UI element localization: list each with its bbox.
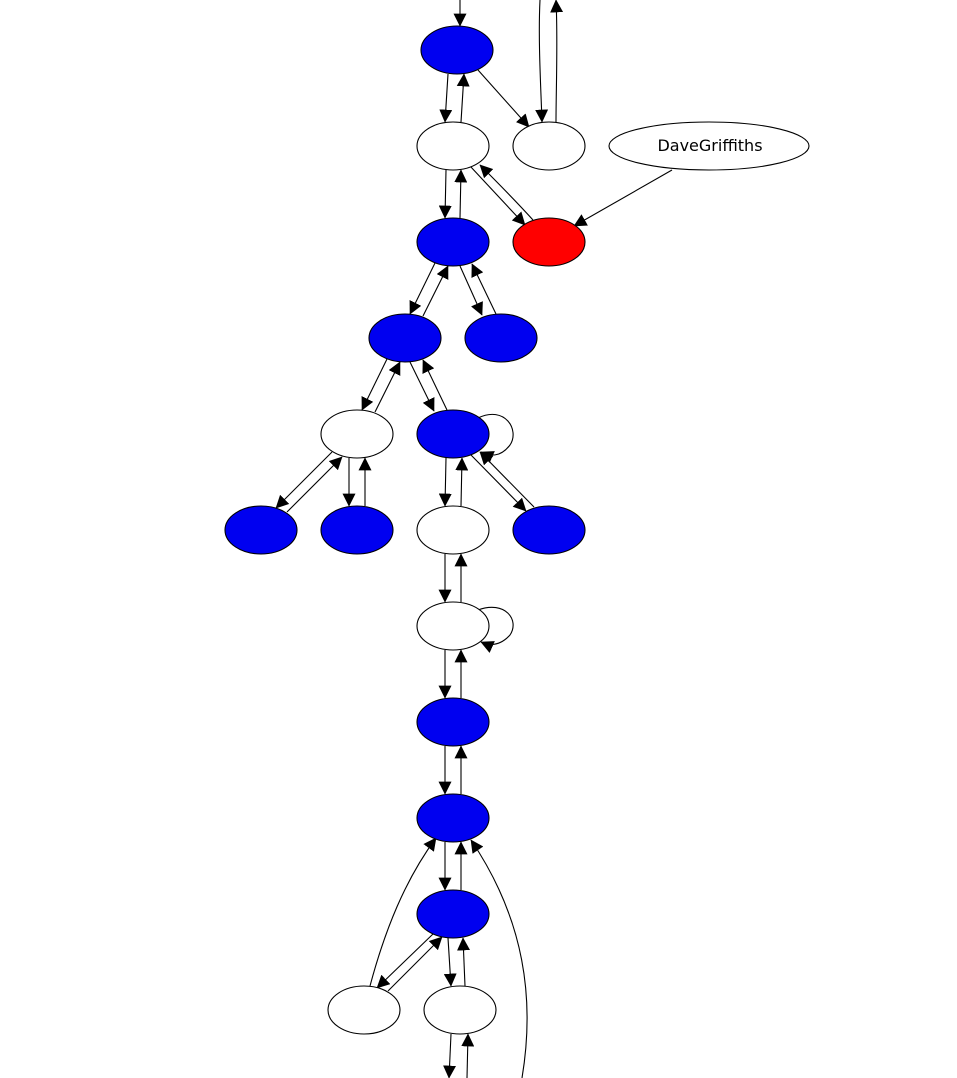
edge-18-17 <box>387 936 443 992</box>
edge-8-6 <box>374 361 401 413</box>
edges <box>275 0 673 1078</box>
edge-4-7 <box>459 265 483 316</box>
edge-4-2 <box>454 169 468 219</box>
edge-1-2 <box>439 73 453 123</box>
node-white-3 <box>512 121 586 171</box>
node-white-18 <box>327 985 401 1035</box>
edge-1-3 <box>477 69 530 128</box>
node-blue-6 <box>368 313 442 363</box>
edge-2-5 <box>469 165 526 226</box>
edge-top-b <box>550 0 564 123</box>
edge-12-9 <box>455 457 469 507</box>
node-blue-16 <box>416 793 490 843</box>
edge-top-a <box>535 0 549 123</box>
edge-2-4 <box>438 169 452 219</box>
node-davegriffiths <box>608 121 810 171</box>
edge-6-9 <box>409 361 435 412</box>
node-label-davegriffiths: DaveGriffiths <box>657 136 762 155</box>
node-blue-9 <box>416 409 490 459</box>
node-blue-17 <box>416 889 490 939</box>
nodes <box>224 25 810 1035</box>
edge-18-16 <box>369 837 437 987</box>
node-blue-1 <box>420 25 494 75</box>
node-blue-4 <box>416 217 490 267</box>
edge-8-10 <box>275 451 333 509</box>
node-blue-10 <box>224 505 298 555</box>
edge-9-6 <box>422 359 448 411</box>
node-blue-7 <box>464 313 538 363</box>
edge-9-12 <box>438 457 452 507</box>
node-blue-15 <box>416 697 490 747</box>
node-white-19 <box>423 985 497 1035</box>
edge-14-self <box>477 606 514 653</box>
node-white-14 <box>416 601 490 651</box>
edge-19-17 <box>457 937 471 987</box>
edge-5-2 <box>479 164 534 221</box>
edge-6-8 <box>361 358 388 411</box>
edge-4-6 <box>409 262 436 315</box>
node-red-5 <box>512 217 586 267</box>
edge-down-19 <box>461 1033 475 1078</box>
edge-2-1 <box>456 73 470 123</box>
node-white-12 <box>416 505 490 555</box>
edge-17-18 <box>376 933 434 989</box>
node-blue-13 <box>512 505 586 555</box>
edge-19-down <box>443 1033 457 1078</box>
edge-9-13 <box>470 454 527 512</box>
edge-dave-5 <box>573 169 673 227</box>
labels: DaveGriffiths <box>657 136 762 155</box>
edge-7-4 <box>471 263 497 315</box>
edge-long-16 <box>470 839 528 1078</box>
edge-6-4 <box>422 265 449 317</box>
node-blue-11 <box>320 505 394 555</box>
edge-17-19 <box>443 937 457 987</box>
node-white-2 <box>416 121 490 171</box>
edge-10-8 <box>286 456 343 513</box>
edge-13-9 <box>479 451 535 508</box>
node-white-8 <box>320 409 394 459</box>
